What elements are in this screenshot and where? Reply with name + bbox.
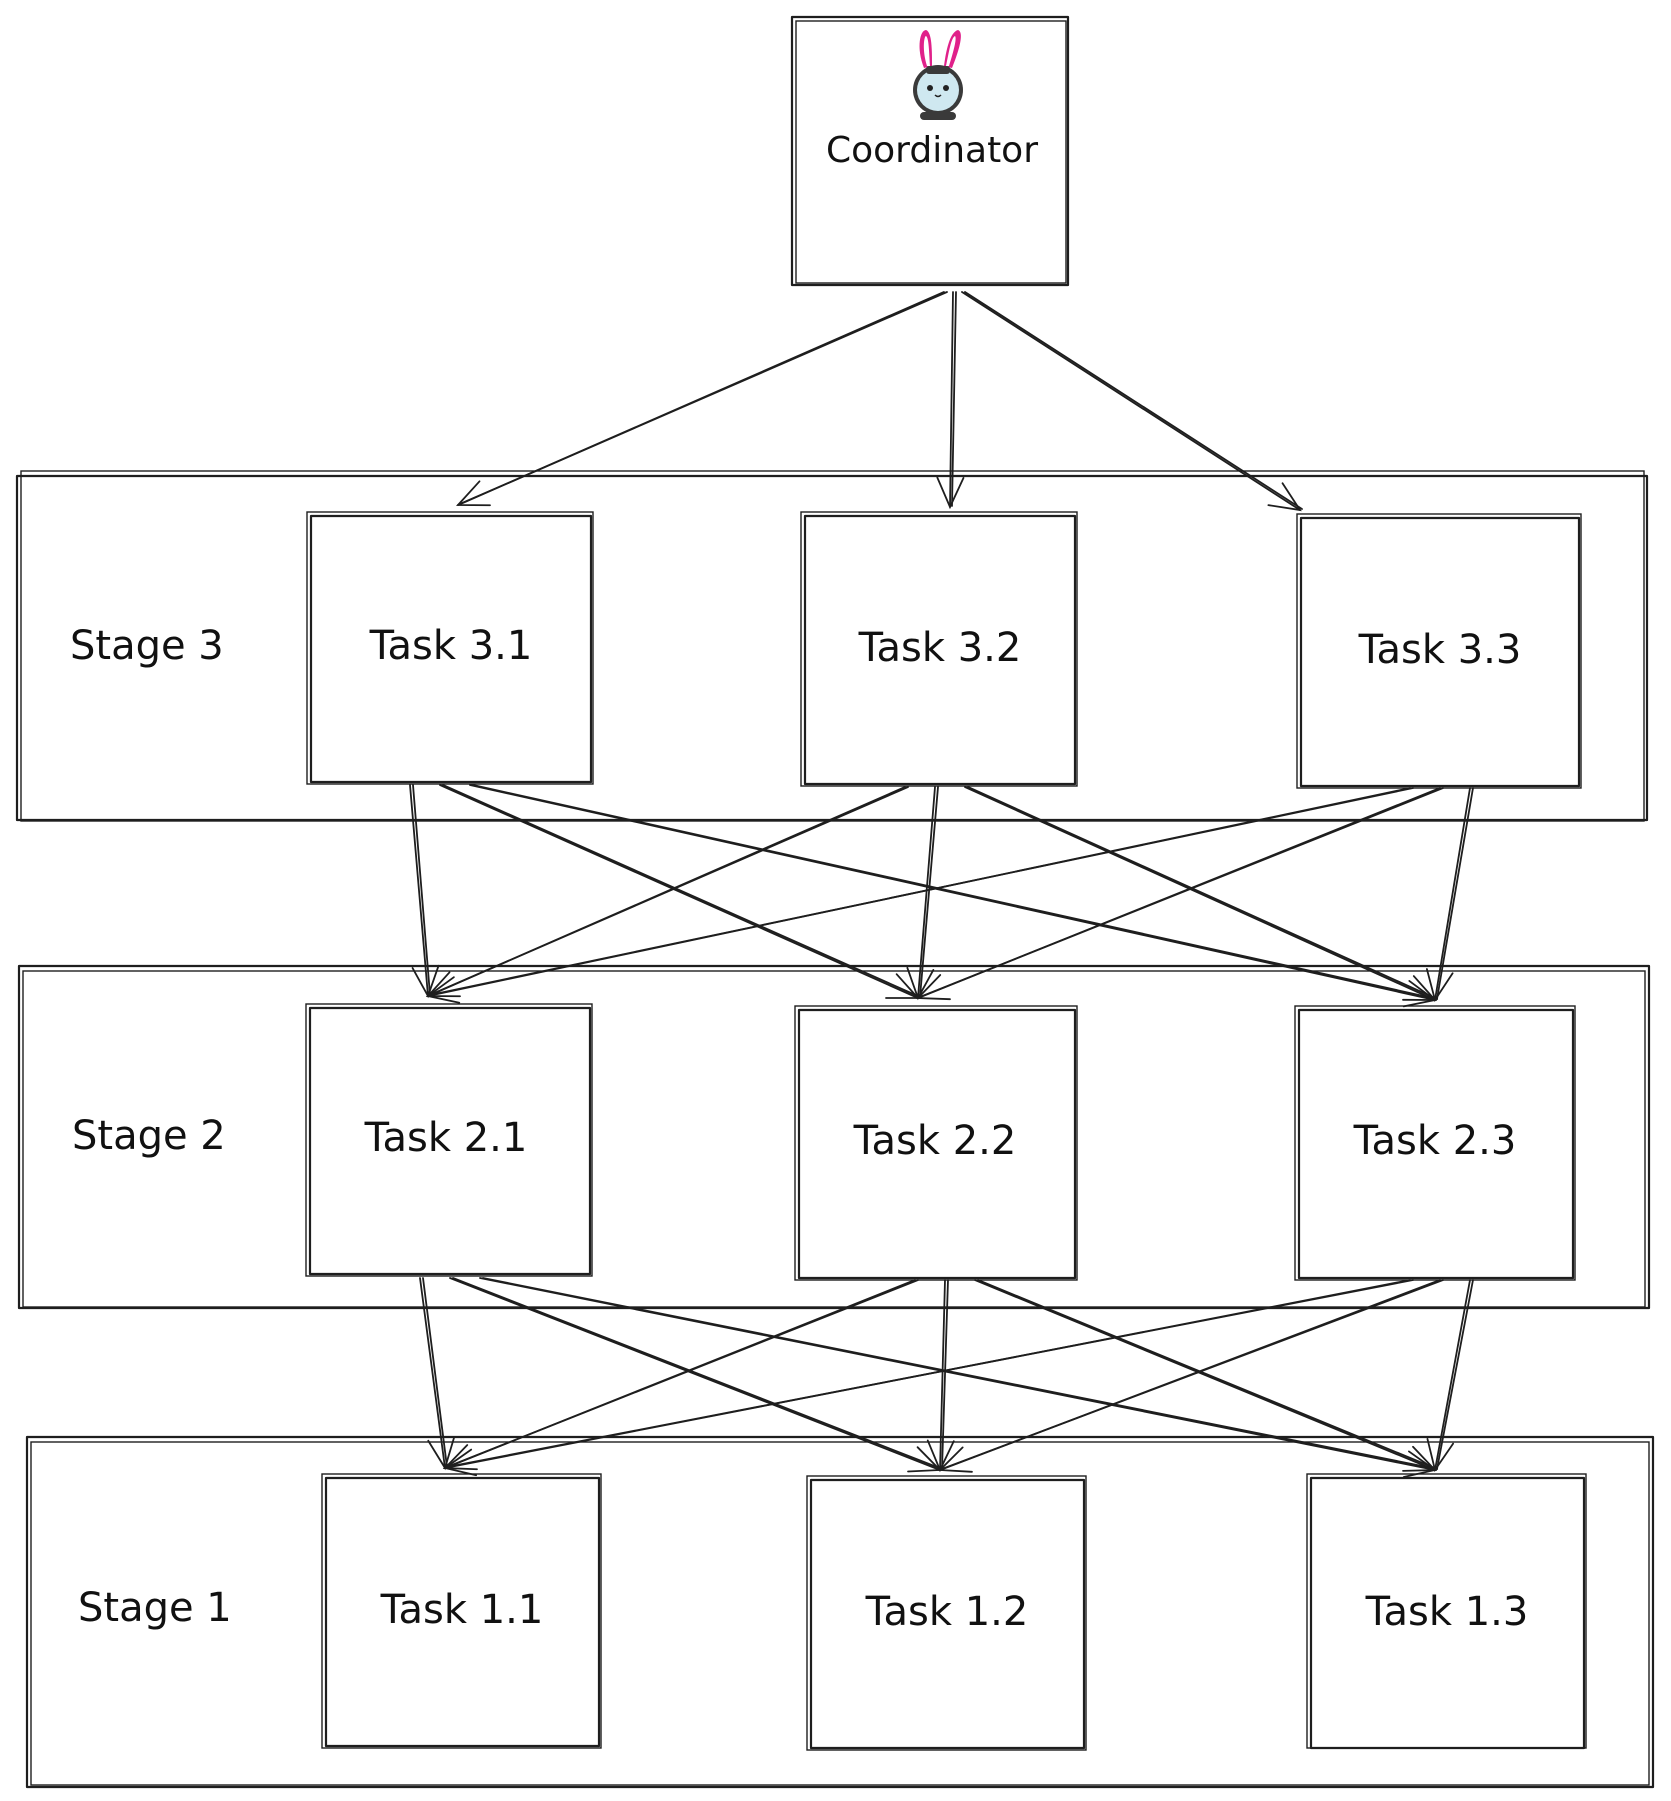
arrowhead: [937, 1446, 973, 1473]
edge-arrow-shadow: [459, 291, 948, 505]
edge-arrow: [1434, 787, 1471, 1001]
coordinator-label: Coordinator: [826, 130, 1038, 171]
edge-arrow-shadow: [1436, 787, 1474, 1000]
edge-arrow-shadow: [446, 1279, 919, 1468]
task-node: Task 2.2: [794, 1005, 1078, 1281]
stage-3-label: Stage 3: [70, 623, 224, 669]
edge-arrow-shadow: [429, 786, 909, 996]
coordinator-node: Coordinator: [790, 15, 1070, 287]
task-node: Task 1.1: [321, 1473, 602, 1749]
arrowhead: [1267, 482, 1302, 512]
task-node: Task 3.3: [1296, 513, 1582, 789]
edge-arrow-shadow: [919, 787, 1444, 998]
task-label: Task 3.1: [369, 623, 533, 669]
task-label: Task 3.2: [858, 625, 1022, 671]
stage-3-container: Stage 3: [15, 470, 1649, 822]
arrowhead: [442, 1448, 478, 1477]
edge-arrow: [964, 786, 1436, 1001]
edge-arrow: [939, 1279, 946, 1471]
bunny-astronaut-icon: [913, 30, 963, 120]
arrowhead: [1425, 968, 1454, 1003]
edge-arrow-shadow: [967, 786, 1438, 1000]
edge-arrow: [917, 786, 936, 999]
task-node: Task 3.1: [306, 511, 594, 785]
task-node: Task 1.3: [1306, 1473, 1587, 1750]
edge-arrow: [961, 291, 1301, 511]
task-label: Task 1.1: [380, 1587, 544, 1633]
edge-arrow-shadow: [429, 787, 1414, 996]
stage-2-label: Stage 2: [72, 1113, 226, 1159]
stage-2-container: Stage 2: [17, 964, 1651, 1310]
edge-arrow: [974, 1279, 1436, 1471]
task-label: Task 2.1: [364, 1115, 528, 1161]
task-label: Task 2.3: [1353, 1118, 1517, 1164]
task-node: Task 2.1: [305, 1003, 593, 1277]
arrowhead: [425, 976, 461, 1004]
stage-1-label: Stage 1: [78, 1585, 232, 1631]
edge-arrow-shadow: [919, 786, 939, 998]
edge-arrow-shadow: [422, 1277, 448, 1468]
arrowhead: [915, 974, 951, 1001]
arrowhead: [936, 476, 965, 510]
stage-1-container: Stage 1: [25, 1435, 1655, 1789]
edge-arrow-shadow: [446, 1279, 1414, 1468]
task-label: Task 1.2: [865, 1589, 1029, 1635]
task-node: Task 3.2: [800, 511, 1078, 787]
edge-arrow-shadow: [412, 784, 431, 996]
arrowhead: [455, 480, 491, 507]
task-label: Task 2.2: [853, 1118, 1017, 1164]
edge-arrow-shadow: [964, 291, 1303, 510]
edges-layer: [409, 291, 1474, 1478]
task-label: Task 1.3: [1365, 1589, 1529, 1635]
task-node: Task 1.2: [806, 1475, 1087, 1751]
task-label: Task 3.3: [1358, 627, 1522, 673]
task-node: Task 2.3: [1294, 1005, 1576, 1281]
arrowhead: [1426, 1438, 1455, 1473]
edge-arrow: [409, 784, 429, 997]
edge-arrow: [1434, 1279, 1471, 1471]
